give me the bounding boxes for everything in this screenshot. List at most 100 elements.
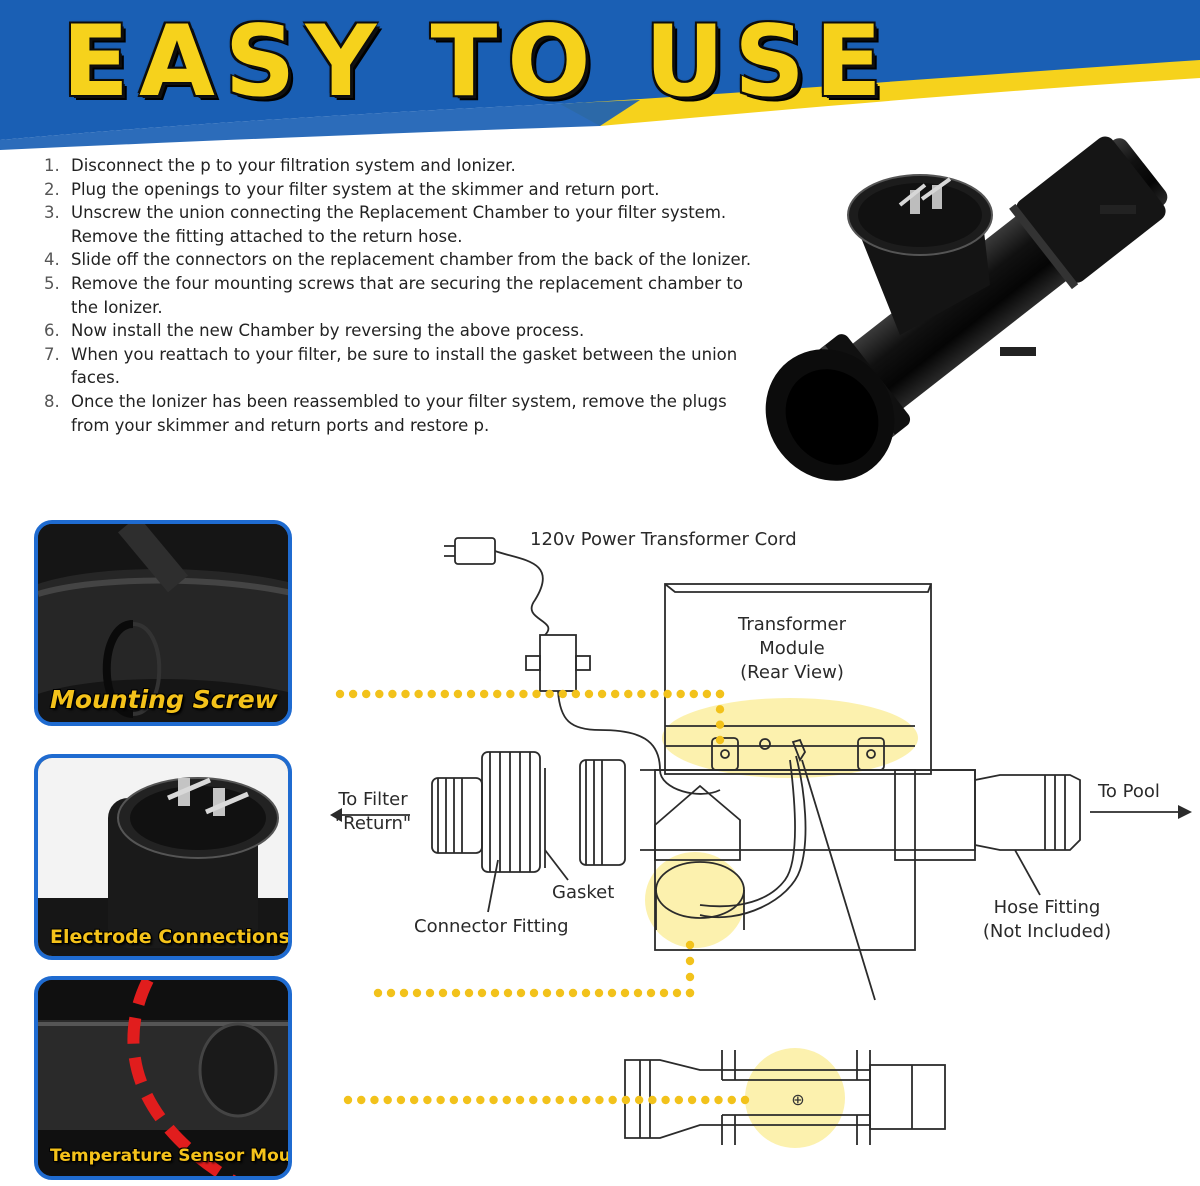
instruction-step: 3.Unscrew the union connecting the Repla… — [40, 201, 760, 248]
temperature-sensor-photo — [38, 980, 288, 1176]
leader-dot — [542, 988, 552, 998]
mounting-screw-label: Mounting Screw — [50, 685, 278, 714]
hose-fitting-line: Hose Fitting — [993, 897, 1101, 918]
leader-dot — [610, 689, 620, 699]
instruction-step: 2.Plug the openings to your filter syste… — [40, 178, 760, 202]
step-text: Now install the new Chamber by reversing… — [71, 321, 585, 341]
leader-dot — [714, 1095, 723, 1105]
step-number: 4. — [44, 250, 60, 270]
leader-dot — [674, 1095, 684, 1105]
leader-dot — [388, 689, 397, 699]
leader-dot — [624, 689, 633, 699]
leader-dot — [386, 988, 396, 998]
leader-dot — [357, 1095, 366, 1105]
leader-dot — [464, 988, 474, 998]
leader-dot — [685, 988, 695, 998]
leader-dot — [440, 689, 450, 699]
leader-dot — [412, 988, 422, 998]
step-text: the Ionizer. — [71, 297, 163, 317]
leader-dot — [409, 1095, 419, 1105]
transformer-label-line: Module — [759, 638, 825, 659]
leader-dot — [650, 689, 659, 699]
leader-dot — [555, 988, 565, 998]
instruction-step: 5.Remove the four mounting screws that a… — [40, 272, 760, 319]
to-filter-line: To Filter — [338, 789, 408, 810]
leader-dot — [343, 1095, 353, 1105]
leader-dot — [597, 689, 607, 699]
step-text: from your skimmer and return ports and r… — [71, 415, 490, 435]
leader-dot — [715, 735, 725, 745]
leader-dot — [542, 1095, 551, 1105]
leader-dot — [529, 988, 539, 998]
leader-dot — [571, 689, 581, 699]
leader-dot — [646, 988, 656, 998]
transformer-label-line: Transformer — [737, 614, 846, 635]
leader-dot — [715, 689, 725, 699]
leader-dot — [453, 689, 463, 699]
leader-dot — [663, 689, 672, 699]
gasket-label: Gasket — [552, 882, 615, 903]
electrode-connections-label: Electrode Connections — [50, 926, 290, 948]
leader-dot — [348, 689, 358, 699]
inset-temperature-sensor: Temperature Sensor Mounts Here — [34, 976, 292, 1180]
inset-mounting-screw: Mounting Screw — [34, 520, 292, 726]
step-number: 6. — [44, 321, 60, 341]
to-filter-label: To Filter "Return" — [318, 788, 428, 836]
step-text: Remove the fitting attached to the retur… — [71, 226, 463, 246]
leader-dot — [685, 940, 695, 950]
instruction-step: 8.Once the Ionizer has been reassembled … — [40, 390, 760, 437]
leader-dot — [715, 705, 725, 714]
leader-dot — [335, 689, 345, 699]
leader-dot — [449, 1095, 459, 1105]
leader-dot — [516, 988, 526, 998]
step-text: Disconnect the p to your filtration syst… — [71, 156, 516, 175]
leader-dot — [568, 988, 578, 998]
power-cord-label: 120v Power Transformer Cord — [530, 529, 797, 550]
sensor-plus-symbol: ⊕ — [791, 1090, 804, 1109]
to-pool-label: To Pool — [1098, 781, 1160, 802]
step-number: 8. — [44, 391, 60, 411]
leader-dot — [396, 1095, 406, 1105]
leader-dot — [685, 956, 695, 966]
leader-dot — [503, 988, 513, 998]
leader-dot — [633, 988, 643, 998]
leader-dot — [545, 689, 554, 699]
temperature-sensor-label: Temperature Sensor Mounts Here — [50, 1146, 291, 1166]
step-text: Unscrew the union connecting the Replace… — [71, 203, 727, 223]
leader-dot — [594, 988, 604, 998]
instruction-step: 6. Now install the new Chamber by reversi… — [40, 319, 760, 343]
leader-dot — [595, 1095, 604, 1105]
connector-fitting-label: Connector Fitting — [414, 916, 569, 937]
leader-dot — [490, 988, 500, 998]
leader-dot — [399, 988, 409, 998]
leader-dot — [634, 1095, 644, 1105]
leader-dot — [582, 1095, 591, 1105]
hose-fitting-line: (Not Included) — [982, 921, 1112, 942]
instruction-step: 7. When you reattach to your filter, be s… — [40, 343, 760, 390]
step-text: When you reattach to your filter, be sur… — [71, 344, 738, 364]
leader-dot — [715, 720, 725, 729]
leader-dot — [687, 1095, 697, 1105]
leader-dot — [648, 1095, 657, 1105]
step-text: Slide off the connectors on the replacem… — [71, 250, 752, 270]
highlight-sensor — [745, 1048, 845, 1148]
instruction-step: 4. Slide off the connectors on the replac… — [40, 248, 760, 272]
page-title: EASY TO USE — [62, 5, 892, 119]
leader-dot — [427, 689, 436, 699]
highlight-electrode — [645, 852, 745, 948]
to-filter-line: "Return" — [334, 813, 412, 834]
leader-dot — [620, 988, 630, 998]
leader-dot — [451, 988, 461, 998]
step-text: Plug the openings to your filter system … — [71, 179, 660, 199]
electrode-photo — [38, 758, 288, 956]
instruction-step: 1.Disconnect the p to your filtration sy… — [40, 154, 760, 178]
inset-electrode: Electrode Connections — [34, 754, 292, 960]
leader-dot — [414, 689, 423, 699]
leader-dot — [659, 988, 669, 998]
transformer-label-line: (Rear View) — [740, 662, 844, 683]
leader-dot — [519, 689, 528, 699]
step-number: 7. — [44, 344, 60, 364]
leader-dot — [515, 1095, 525, 1105]
step-text: faces. — [71, 368, 120, 388]
